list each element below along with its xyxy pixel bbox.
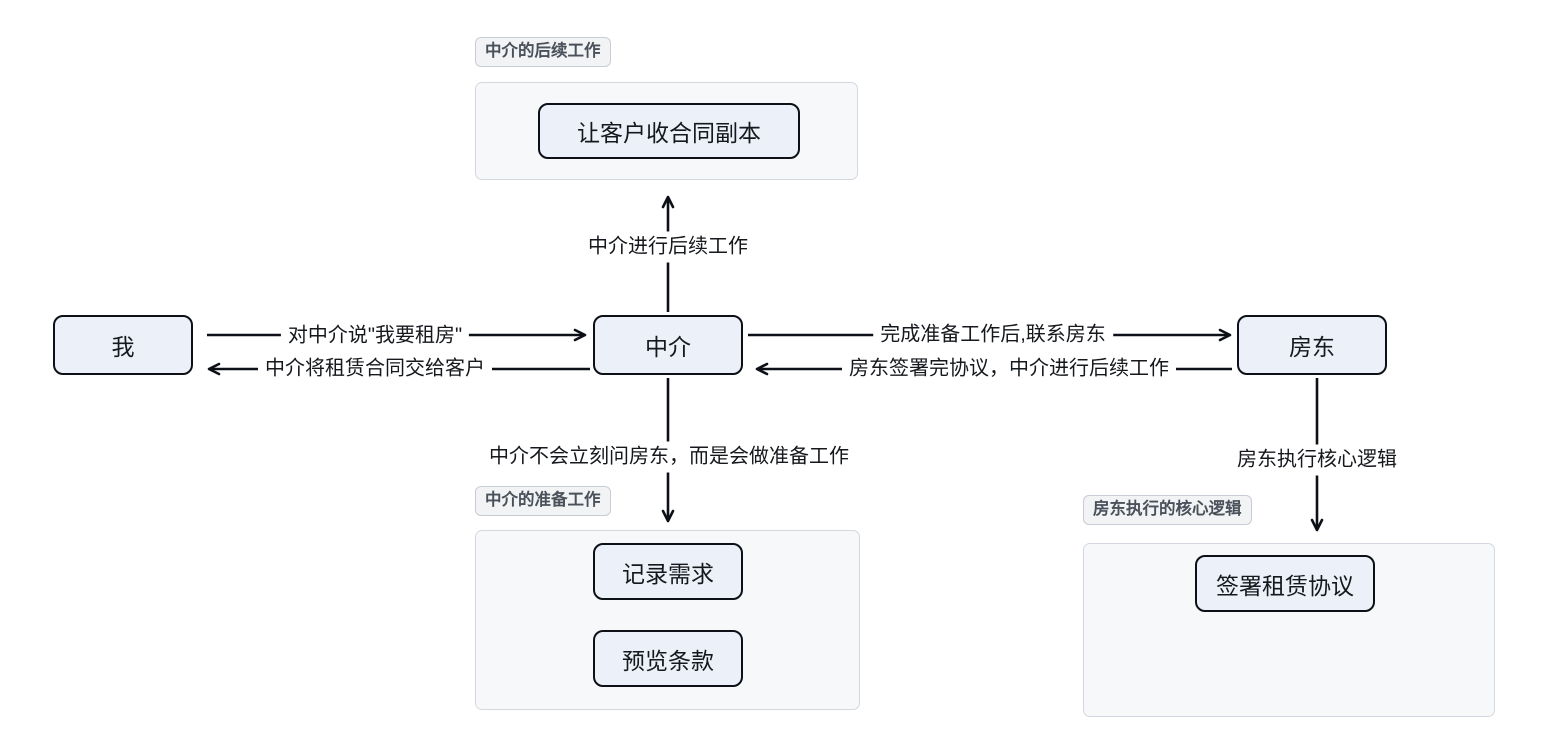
edge-label-agent-to-landlord: 完成准备工作后,联系房东: [873, 319, 1113, 351]
node-agent: 中介: [593, 315, 743, 375]
node-sign-agreement: 签署租赁协议: [1195, 555, 1375, 612]
group-followup-badge: 中介的后续工作: [475, 37, 611, 67]
node-deliver-copy: 让客户收合同副本: [538, 103, 800, 159]
node-record-needs: 记录需求: [593, 543, 743, 600]
group-core-badge: 房东执行的核心逻辑: [1083, 495, 1252, 525]
edge-label-agent-to-followup: 中介进行后续工作: [581, 231, 755, 263]
edge-label-agent-to-prep: 中介不会立刻问房东，而是会做准备工作: [482, 441, 856, 473]
edge-label-landlord-to-core: 房东执行核心逻辑: [1230, 444, 1404, 476]
node-me: 我: [53, 315, 193, 375]
edge-label-agent-to-me: 中介将租赁合同交给客户: [258, 353, 492, 385]
edge-label-me-to-agent: 对中介说"我要租房": [280, 320, 470, 352]
group-prep-badge: 中介的准备工作: [475, 486, 611, 516]
node-landlord: 房东: [1237, 315, 1387, 375]
node-preview-terms: 预览条款: [593, 630, 743, 687]
edge-label-landlord-to-agent: 房东签署完协议，中介进行后续工作: [842, 353, 1176, 385]
